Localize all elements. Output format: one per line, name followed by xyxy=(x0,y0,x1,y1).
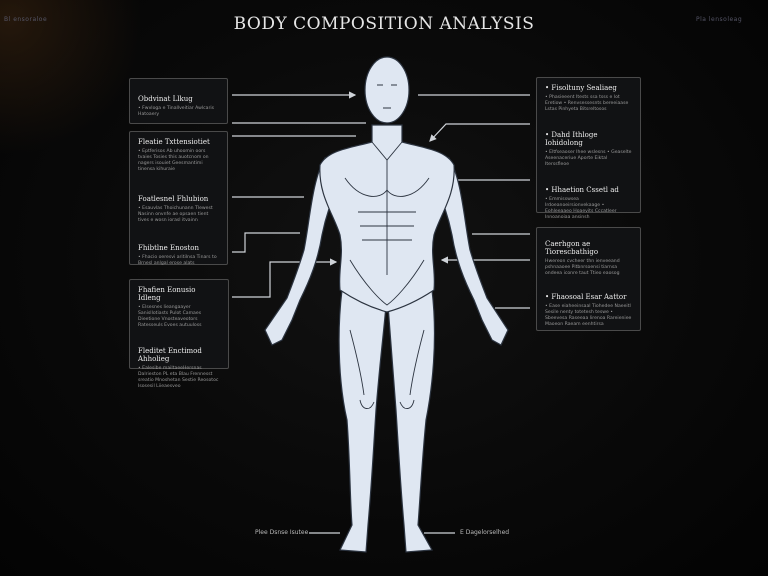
muscle-lines xyxy=(344,84,430,409)
corner-label-right: Pla lensoleag xyxy=(696,16,743,23)
right-arm xyxy=(437,156,509,346)
info-section: • Fhaosoal Esar Aattor • Ease eiaheeinsa… xyxy=(545,293,632,328)
info-section: Fleatie Txttensiotiet • Eptferisos Ab uh… xyxy=(138,138,219,173)
leader-line xyxy=(232,232,300,253)
section-heading: • Dahd Ithloge Iohidolong xyxy=(545,131,598,147)
info-section: Fhibtlne Enoston • Fhacio oeresvi aritil… xyxy=(138,244,219,267)
section-text: • Esauvlas Thoichunann Tlewest Nasinn on… xyxy=(138,206,213,223)
left-leg xyxy=(338,289,387,553)
section-text: • Elsesnes lieangaayer Sanisllotiasts Pu… xyxy=(138,305,202,328)
right-leg xyxy=(387,289,436,553)
info-panel-right-lower: Caerhgon ae Tiorescbathigo Hwereon cvche… xyxy=(536,227,641,331)
section-heading: Fleatie Txttensiotiet xyxy=(138,138,210,146)
info-section: Fleditet Enctimod Ahholieg • Ealesibe ma… xyxy=(138,347,220,390)
section-text: • Fhacio oeresvi aritilnsa Tinars to Brn… xyxy=(138,255,217,266)
section-text: Hwereon cvcheer thn ienveeand pshnaaoee … xyxy=(545,259,620,276)
section-text: • Ealesibe mailtaeeHersnas Dalrieston PL… xyxy=(138,366,219,389)
section-text: • Eltfseaoser Ihee wslesns • Geaselte As… xyxy=(545,150,632,167)
foot-label-left: Plee Dsnse Isutee xyxy=(255,529,309,536)
head xyxy=(364,56,410,124)
foot-label-right: E Dagelorselhed xyxy=(460,529,510,536)
section-heading: Fhafien Eonusio Idleng xyxy=(138,286,196,302)
info-section: Caerhgon ae Tiorescbathigo Hwereon cvche… xyxy=(545,240,632,277)
section-heading: • Fisoltuny Sealiaeg xyxy=(545,84,617,92)
info-panel-torso: Fleatie Txttensiotiet • Eptferisos Ab uh… xyxy=(129,131,228,267)
leader-lines xyxy=(232,91,530,534)
section-text: • Eptferisos Ab uhoomin oors tvaies Tosi… xyxy=(138,149,209,172)
info-section: • Hhaetion Cssetl ad • Emmisswsea Irdoea… xyxy=(545,186,632,221)
info-section: Foatlesnel Fhlubion • Esauvlas Thoichuna… xyxy=(138,195,219,224)
info-section: Obdvinat Llkug • Fwvloga e Tinallveitiar… xyxy=(138,95,219,118)
info-section: Fhafien Eonusio Idleng • Elsesnes lieang… xyxy=(138,286,220,329)
corner-label-left: Bl ensoraloe xyxy=(4,16,48,23)
section-text: • Ease eiaheeinsaal Tiohedee Naeeitl Ses… xyxy=(545,304,632,327)
left-arm xyxy=(264,156,337,346)
section-heading: • Fhaosoal Esar Aattor xyxy=(545,293,627,301)
section-text: • Emmisswsea Irdoeanoeirsionvekaage • Eo… xyxy=(545,197,617,220)
section-heading: Caerhgon ae Tiorescbathigo xyxy=(545,240,599,256)
info-panel-head: Obdvinat Llkug • Fwvloga e Tinallveitiar… xyxy=(129,78,228,124)
leader-line xyxy=(429,123,530,142)
info-panel-right-upper: • Fisoltuny Sealiaeg • Phasieeent Itests… xyxy=(536,77,641,220)
section-heading: Foatlesnel Fhlubion xyxy=(138,195,209,203)
info-section: • Fisoltuny Sealiaeg • Phasieeent Itests… xyxy=(545,84,632,113)
light-glare xyxy=(0,0,140,160)
info-section: • Dahd Ithloge Iohidolong • Eltfseaoser … xyxy=(545,131,632,168)
section-heading: Fhibtlne Enoston xyxy=(138,244,199,252)
section-heading: • Hhaetion Cssetl ad xyxy=(545,186,619,194)
section-heading: Fleditet Enctimod Ahholieg xyxy=(138,347,202,363)
section-text: • Fwvloga e Tinallveitiar Awlcaris Hatoa… xyxy=(138,106,215,117)
info-panel-arms: Fhafien Eonusio Idleng • Elsesnes lieang… xyxy=(129,279,229,389)
page-title: BODY COMPOSITION ANALYSIS xyxy=(233,14,535,34)
section-text: • Phasieeent Itests ssa tsss e lot Ereti… xyxy=(545,95,629,112)
section-heading: Obdvinat Llkug xyxy=(138,95,193,103)
leader-line xyxy=(232,258,338,298)
